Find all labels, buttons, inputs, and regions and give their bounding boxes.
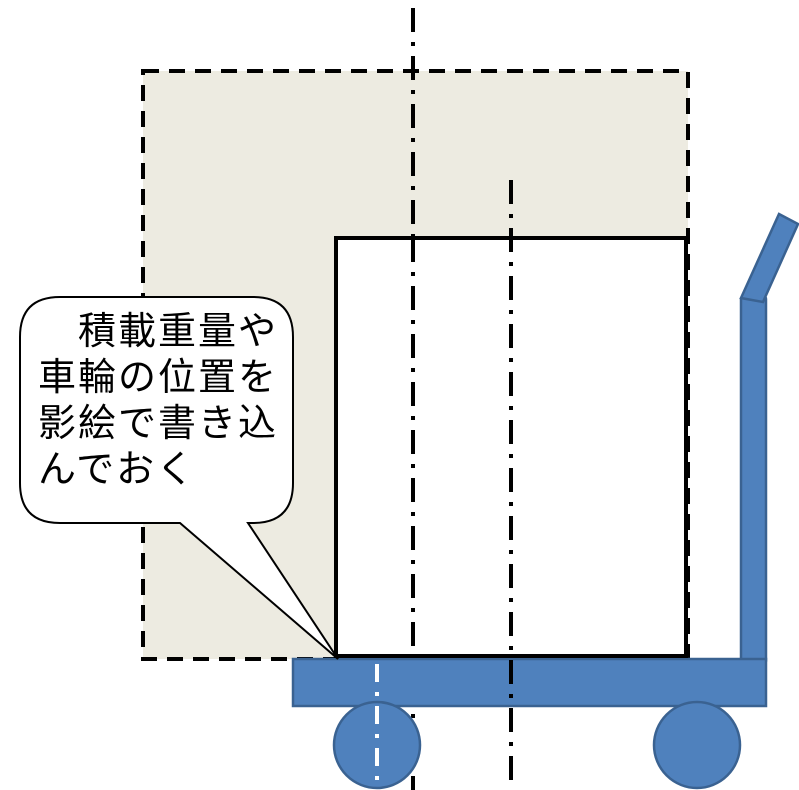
cart-handle-post: [739, 294, 768, 666]
callout-line-3: 影絵で書き込: [38, 401, 279, 445]
cart-handle-grip: [739, 212, 799, 304]
cart-wheel-left: [332, 700, 422, 790]
callout-text: 積載重量や 車輪の位置を 影絵で書き込 んでおく: [38, 308, 288, 492]
load-box: [334, 236, 688, 658]
callout-line-1: 積載重量や: [38, 309, 279, 353]
callout-line-2: 車輪の位置を: [38, 355, 279, 399]
cart-platform: [291, 657, 768, 708]
cart-wheel-right: [652, 700, 742, 790]
callout-line-4: んでおく: [38, 447, 197, 491]
callout-bubble: [19, 296, 339, 660]
